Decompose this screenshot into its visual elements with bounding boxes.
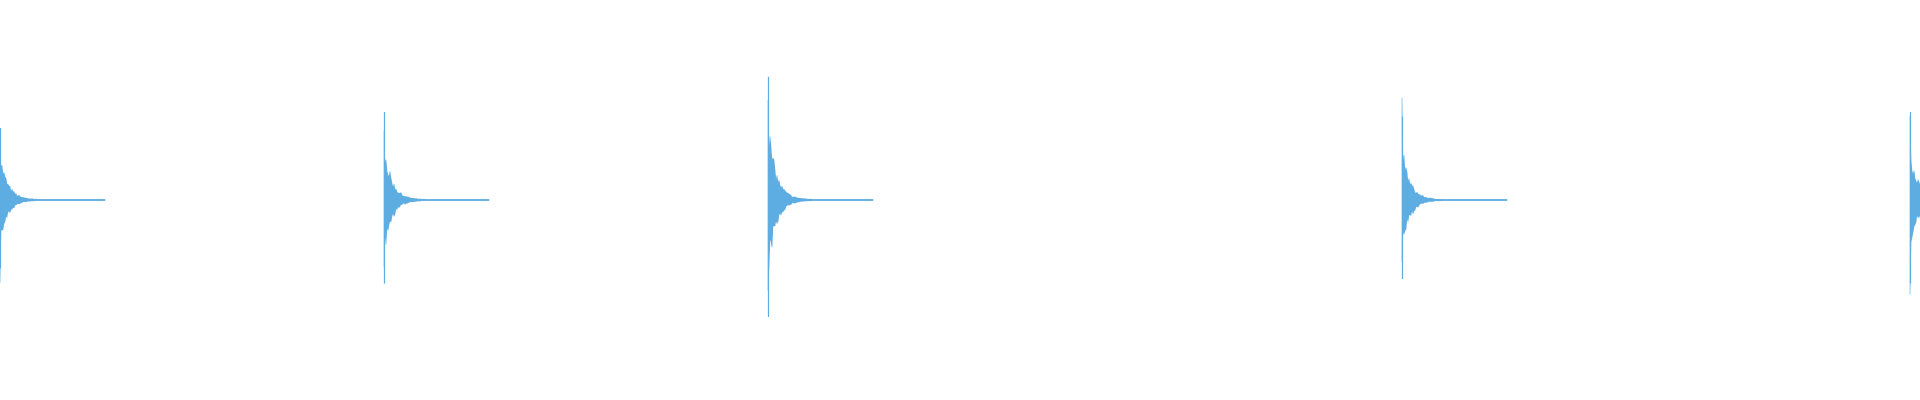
- waveform-envelope: [1401, 97, 1508, 263]
- waveform-clip-1[interactable]: [0, 128, 106, 283]
- waveform-envelope: [767, 99, 874, 291]
- waveform-clip-4[interactable]: [1401, 97, 1508, 279]
- waveform-envelope: [0, 145, 106, 283]
- waveform-clip-3[interactable]: [767, 76, 874, 317]
- waveform-clip-5[interactable]: [1909, 112, 1920, 295]
- waveform-clips: [0, 76, 1920, 317]
- waveform-clip-2[interactable]: [383, 112, 490, 284]
- waveform-envelope: [1909, 116, 1920, 295]
- waveform-envelope: [383, 130, 490, 268]
